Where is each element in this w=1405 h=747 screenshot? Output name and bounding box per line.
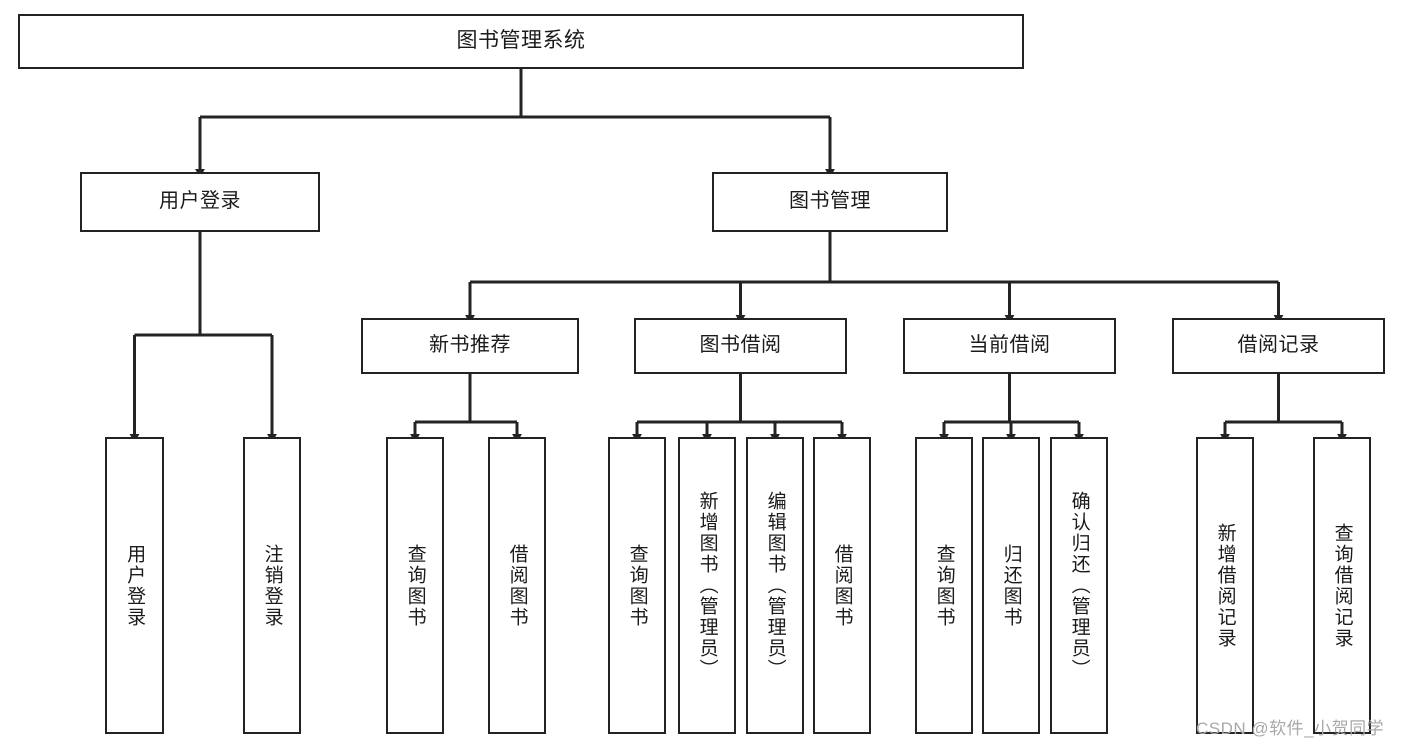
leaf-leaf-return-book-label: 归还图书 — [1000, 543, 1022, 628]
leaf-leaf-query-book-1[interactable]: 查询图书 — [386, 437, 444, 734]
leaf-leaf-logout-label: 注销登录 — [261, 543, 283, 628]
leaf-leaf-user-login[interactable]: 用户登录 — [105, 437, 164, 734]
node-book-borrow-label: 图书借阅 — [699, 334, 782, 357]
node-new-book-recommend-label: 新书推荐 — [429, 334, 511, 357]
node-root-label: 图书管理系统 — [456, 29, 586, 53]
leaf-leaf-borrow-book-2-label: 借阅图书 — [831, 543, 853, 628]
leaf-leaf-add-record[interactable]: 新增借阅记录 — [1196, 437, 1254, 734]
leaf-leaf-query-book-1-label: 查询图书 — [404, 543, 426, 628]
leaf-leaf-borrow-book-2[interactable]: 借阅图书 — [813, 437, 871, 734]
leaf-leaf-confirm-return-label: 确认归还（管理员） — [1068, 491, 1090, 680]
leaf-leaf-user-login-label: 用户登录 — [124, 543, 146, 628]
leaf-leaf-query-record-label: 查询借阅记录 — [1331, 522, 1353, 649]
leaf-leaf-borrow-book-1[interactable]: 借阅图书 — [488, 437, 546, 734]
node-new-book-recommend[interactable]: 新书推荐 — [361, 318, 579, 374]
node-borrow-record[interactable]: 借阅记录 — [1172, 318, 1385, 374]
leaf-leaf-add-record-label: 新增借阅记录 — [1214, 522, 1236, 649]
node-current-borrow-label: 当前借阅 — [968, 334, 1051, 357]
node-root[interactable]: 图书管理系统 — [18, 14, 1024, 69]
leaf-leaf-query-record[interactable]: 查询借阅记录 — [1313, 437, 1371, 734]
leaf-leaf-add-book-label: 新增图书（管理员） — [696, 491, 718, 680]
node-user-login-label: 用户登录 — [159, 190, 241, 213]
leaf-leaf-confirm-return[interactable]: 确认归还（管理员） — [1050, 437, 1108, 734]
leaf-leaf-edit-book[interactable]: 编辑图书（管理员） — [746, 437, 804, 734]
leaf-leaf-logout[interactable]: 注销登录 — [243, 437, 301, 734]
leaf-leaf-query-book-3[interactable]: 查询图书 — [915, 437, 973, 734]
leaf-leaf-borrow-book-1-label: 借阅图书 — [506, 543, 528, 628]
node-book-borrow[interactable]: 图书借阅 — [634, 318, 847, 374]
node-borrow-record-label: 借阅记录 — [1237, 334, 1320, 357]
leaf-leaf-query-book-2-label: 查询图书 — [626, 543, 648, 628]
node-user-login[interactable]: 用户登录 — [80, 172, 320, 232]
node-book-manage-label: 图书管理 — [789, 190, 871, 213]
node-current-borrow[interactable]: 当前借阅 — [903, 318, 1116, 374]
leaf-leaf-add-book[interactable]: 新增图书（管理员） — [678, 437, 736, 734]
leaf-leaf-query-book-3-label: 查询图书 — [933, 543, 955, 628]
leaf-leaf-return-book[interactable]: 归还图书 — [982, 437, 1040, 734]
node-book-manage[interactable]: 图书管理 — [712, 172, 948, 232]
leaf-leaf-edit-book-label: 编辑图书（管理员） — [764, 491, 786, 680]
leaf-leaf-query-book-2[interactable]: 查询图书 — [608, 437, 666, 734]
